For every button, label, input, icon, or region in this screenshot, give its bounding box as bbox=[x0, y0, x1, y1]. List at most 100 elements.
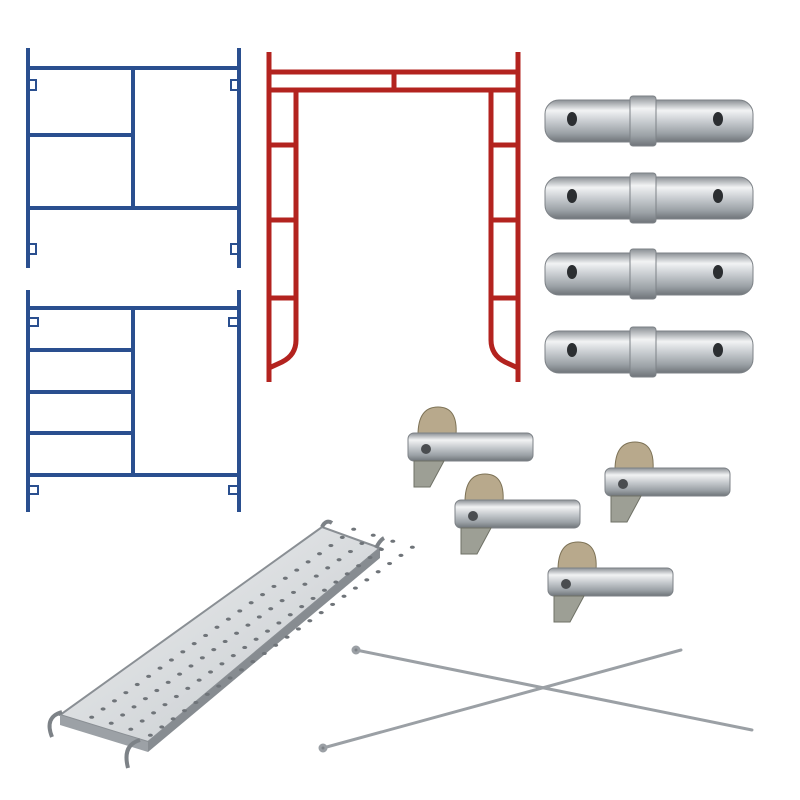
plank-hole bbox=[165, 680, 171, 684]
plank-hole bbox=[214, 625, 220, 629]
plank-hole bbox=[305, 560, 311, 564]
plank-hole bbox=[242, 645, 248, 650]
coupling-pin bbox=[544, 326, 754, 378]
plank-hole bbox=[364, 578, 370, 582]
plank-hole bbox=[248, 601, 254, 605]
plank-hole bbox=[89, 715, 95, 719]
plank-hole bbox=[203, 633, 209, 638]
plank-hole bbox=[188, 664, 194, 668]
plank-hole bbox=[253, 637, 259, 641]
pin-hole bbox=[567, 189, 577, 203]
plank-hole bbox=[204, 692, 210, 696]
plank-hole bbox=[318, 610, 324, 615]
plank-hole bbox=[177, 672, 183, 676]
plank-hole bbox=[173, 694, 179, 699]
plank-hole bbox=[352, 586, 358, 590]
plank-hole bbox=[351, 527, 357, 531]
plank-hole bbox=[222, 639, 228, 644]
plank-hole bbox=[268, 607, 274, 611]
plank-hole bbox=[182, 709, 188, 713]
plank-hole bbox=[370, 533, 376, 537]
plank-hole bbox=[321, 588, 327, 592]
plank-hole bbox=[234, 631, 240, 635]
plank-hole bbox=[245, 623, 251, 627]
plank-hole bbox=[120, 713, 126, 717]
plank-hole bbox=[284, 635, 290, 639]
blue-frame-ladder bbox=[26, 290, 241, 512]
plank-hole bbox=[390, 539, 396, 543]
plank-hole bbox=[162, 703, 168, 707]
blue-frame-top bbox=[26, 48, 241, 268]
plank-hole bbox=[336, 558, 342, 562]
plank-hole bbox=[302, 582, 308, 586]
plank-hole bbox=[317, 552, 323, 556]
plank-hole bbox=[100, 707, 106, 711]
pin-hole bbox=[567, 265, 577, 279]
plank-hole bbox=[295, 627, 301, 631]
plank-hole bbox=[134, 682, 140, 687]
plank-hole bbox=[339, 535, 345, 539]
plank-hole bbox=[264, 629, 270, 633]
lock-pin bbox=[407, 406, 534, 488]
plank-hole bbox=[157, 666, 163, 670]
plank-hole bbox=[227, 676, 233, 680]
plank-hole bbox=[128, 727, 134, 731]
plank-hole bbox=[341, 594, 347, 598]
lock-pin bbox=[604, 441, 731, 523]
plank-hole bbox=[271, 584, 277, 589]
pin-hole bbox=[713, 189, 723, 203]
plank-hole bbox=[159, 725, 165, 729]
red-frame bbox=[266, 52, 521, 382]
pin-hole bbox=[567, 343, 577, 357]
plank-hole bbox=[328, 543, 334, 548]
plank-hole bbox=[219, 662, 225, 666]
plank-hole bbox=[199, 656, 205, 660]
plank-hole bbox=[211, 648, 217, 652]
plank-hole bbox=[279, 598, 285, 603]
plank-hole bbox=[347, 549, 353, 554]
plank-hole bbox=[375, 570, 381, 574]
plank-hole bbox=[108, 721, 114, 725]
coupling-pin bbox=[544, 248, 754, 300]
plank-hole bbox=[367, 555, 373, 560]
plank-hole bbox=[191, 642, 197, 646]
plank-hole bbox=[196, 678, 202, 682]
plank-hole bbox=[142, 697, 148, 701]
plank-hole bbox=[294, 568, 300, 572]
plank-hole bbox=[330, 602, 336, 607]
plank-hole bbox=[325, 566, 331, 570]
plank-hole bbox=[146, 674, 152, 678]
pin-hole bbox=[713, 343, 723, 357]
plank-hole bbox=[111, 699, 117, 703]
plank-hole bbox=[344, 572, 350, 576]
plank-hole bbox=[299, 604, 305, 609]
plank-hole bbox=[409, 545, 415, 549]
plank-hole bbox=[208, 670, 214, 674]
plank-hole bbox=[398, 553, 404, 557]
plank-hole bbox=[237, 609, 243, 613]
lock-pins bbox=[407, 406, 731, 623]
plank-hole bbox=[261, 651, 267, 656]
plank-hole bbox=[170, 717, 176, 721]
plank-hole bbox=[307, 619, 313, 623]
plank-hole bbox=[151, 711, 157, 715]
plank-hole bbox=[387, 561, 393, 566]
plank-hole bbox=[356, 564, 362, 568]
plank-hole bbox=[359, 541, 365, 545]
steel-plank bbox=[47, 519, 415, 769]
plank-hole bbox=[154, 688, 160, 693]
plank-hole bbox=[238, 668, 244, 672]
plank-hole bbox=[139, 719, 145, 723]
plank-hole bbox=[310, 596, 316, 601]
plank-hole bbox=[225, 617, 231, 621]
coupling-pin bbox=[544, 172, 754, 224]
pin-hole bbox=[713, 112, 723, 126]
plank-hole bbox=[216, 684, 222, 688]
cross-braces bbox=[318, 645, 754, 753]
plank-hole bbox=[123, 691, 129, 695]
plank-hole bbox=[287, 613, 293, 617]
plank-hole bbox=[273, 643, 279, 647]
plank-hole bbox=[147, 733, 153, 737]
